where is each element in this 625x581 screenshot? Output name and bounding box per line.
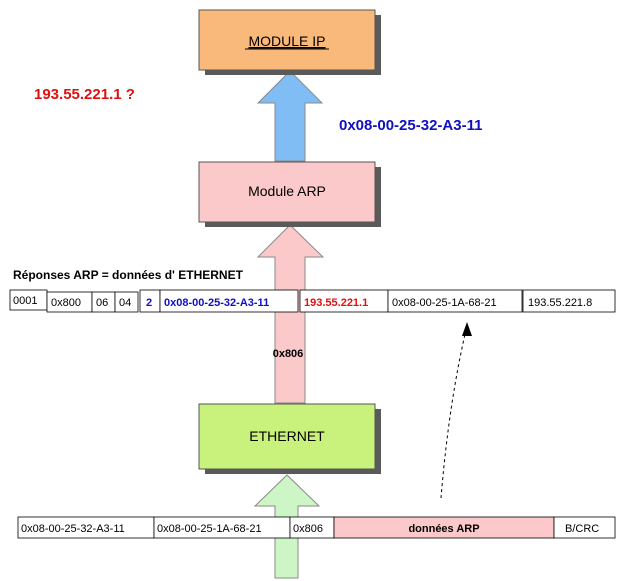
frame-field-crc: B/CRC — [565, 523, 599, 535]
ethernet-label: ETHERNET — [249, 428, 325, 444]
arp-field-cell — [159, 289, 299, 313]
arrow-arp-to-ip — [256, 70, 324, 162]
mac-answer-text: 0x08-00-25-32-A3-11 — [339, 117, 482, 134]
arp-field-proto-len: 04 — [119, 297, 131, 309]
arp-field-hw-type: 0001 — [13, 295, 37, 307]
arp-response-caption: Réponses ARP = données d' ETHERNET — [13, 268, 244, 282]
arp-field-cell — [522, 289, 616, 313]
arp-field-target-ip: 193.55.221.8 — [528, 297, 592, 309]
module-arp-box: Module ARP — [198, 161, 381, 227]
dashed-arrow — [440, 329, 467, 499]
dashed-arrow-head — [462, 322, 472, 336]
frame-field-arp-data: données ARP — [408, 523, 479, 535]
frame-field-dest-mac: 0x08-00-25-32-A3-11 — [21, 523, 125, 535]
arp-field-cell — [114, 291, 139, 313]
frame-field-cell — [553, 516, 616, 539]
arp-field-target-mac: 0x08-00-25-1A-68-21 — [392, 297, 497, 309]
module-ip-box: MODULE IP — [198, 9, 381, 75]
ethernet-box: ETHERNET — [198, 403, 381, 474]
ethernet-frame-row: 0x08-00-25-32-A3-11 0x08-00-25-1A-68-21 … — [17, 516, 616, 539]
arp-field-opcode: 2 — [146, 297, 152, 309]
arp-field-cell — [387, 289, 523, 313]
module-ip-label: MODULE IP — [248, 33, 325, 49]
arp-field-sender-mac: 0x08-00-25-32-A3-11 — [164, 297, 269, 309]
arp-field-proto-type: 0x800 — [51, 297, 81, 309]
frame-field-src-mac: 0x08-00-25-1A-68-21 — [157, 523, 262, 535]
arp-fields-row: 0001 0x800 06 04 2 0x08-00-25-32-A3-11 1… — [9, 289, 616, 313]
frame-field-ethertype: 0x806 — [293, 523, 323, 535]
question-ip-text: 193.55.221.1 ? — [34, 86, 135, 103]
arrow-ethernet-to-arp — [256, 224, 325, 404]
module-arp-label: Module ARP — [248, 183, 326, 199]
ethertype-label: 0x806 — [273, 348, 304, 360]
arp-field-hw-len: 06 — [96, 297, 108, 309]
arp-field-sender-ip: 193.55.221.1 — [304, 297, 368, 309]
